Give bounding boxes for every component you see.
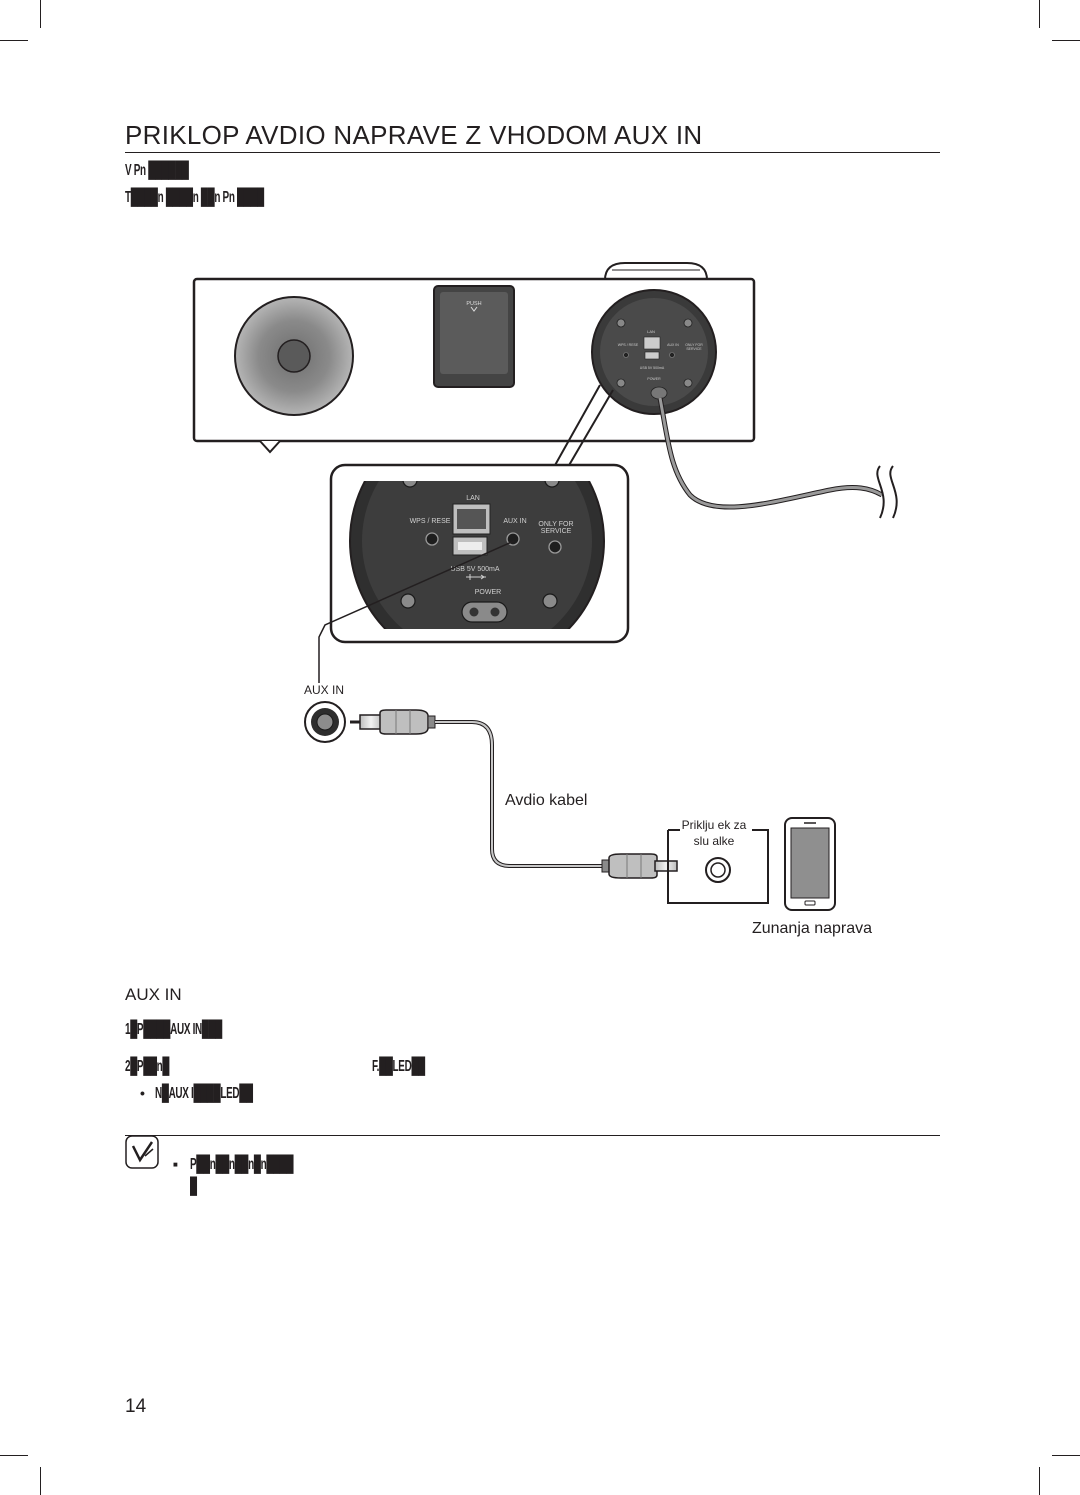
note-rule bbox=[125, 1135, 940, 1136]
title-rule bbox=[125, 152, 940, 153]
push-label: PUSH bbox=[466, 301, 481, 307]
woofer-cap bbox=[277, 339, 311, 373]
note-marker: ■ bbox=[173, 1160, 178, 1169]
crop-mark bbox=[1052, 1455, 1080, 1456]
wps-reset-label: WPS / RESE bbox=[410, 518, 451, 525]
svg-text:AUX IN: AUX IN bbox=[667, 343, 679, 347]
speaker-handle bbox=[603, 262, 709, 281]
note-line-2: █ bbox=[190, 1178, 197, 1195]
crop-mark bbox=[1039, 0, 1040, 28]
lan-label: LAN bbox=[466, 495, 480, 502]
svg-text:WPS / RESE: WPS / RESE bbox=[618, 343, 639, 347]
crop-mark bbox=[40, 0, 41, 28]
bullet-text: N█AUX I████LED██ bbox=[155, 1085, 253, 1102]
crop-mark bbox=[1039, 1467, 1040, 1495]
only-for-label: ONLY FOR bbox=[538, 521, 573, 528]
crop-mark bbox=[1052, 40, 1080, 41]
intro-line-1: V Pn ██████ bbox=[125, 162, 189, 179]
note-line-1: P██n██n██n█n████ bbox=[190, 1156, 294, 1173]
headphone-label-2: slu alke bbox=[694, 834, 735, 848]
crop-mark bbox=[0, 40, 28, 41]
note-icon bbox=[125, 1135, 159, 1169]
headphone-label-1: Priklju ek za bbox=[682, 818, 747, 832]
connection-diagram: PUSH LAN WPS / RESE AUX IN ONLY FOR SERV… bbox=[192, 262, 898, 937]
svg-text:USB 5V 500mA: USB 5V 500mA bbox=[640, 366, 665, 370]
usb-label: USB 5V 500mA bbox=[450, 566, 499, 573]
aux-in-jack-label: AUX IN bbox=[304, 683, 344, 697]
svg-text:LAN: LAN bbox=[647, 329, 655, 334]
plug-right bbox=[608, 853, 658, 879]
svg-text:ONLY FOR: ONLY FOR bbox=[685, 343, 703, 347]
step-2-b: F.██LED██ bbox=[372, 1058, 425, 1075]
crop-mark bbox=[0, 1455, 28, 1456]
bullet-dot: • bbox=[140, 1085, 145, 1101]
cable-label: Avdio kabel bbox=[505, 792, 587, 809]
aux-in-port-label: AUX IN bbox=[503, 518, 526, 525]
page-title: PRIKLOP AVDIO NAPRAVE Z VHODOM AUX IN bbox=[125, 120, 703, 150]
section-heading: AUX IN bbox=[125, 985, 182, 1004]
device-label: Zunanja naprava bbox=[752, 920, 872, 937]
plug-left bbox=[379, 709, 429, 735]
service-label: SERVICE bbox=[541, 528, 572, 535]
page-number: 14 bbox=[125, 1396, 147, 1417]
headphone-jack-box bbox=[667, 829, 769, 904]
svg-text:SERVICE: SERVICE bbox=[686, 347, 702, 351]
svg-text:POWER: POWER bbox=[647, 377, 661, 381]
step-2-a: 2█P██n█ bbox=[125, 1058, 170, 1075]
crop-mark bbox=[40, 1467, 41, 1495]
intro-line-2: T████n ████n ██n Pn ████ bbox=[125, 189, 264, 206]
power-label: POWER bbox=[475, 589, 501, 596]
step-1: 1█P████AUX IN███ bbox=[125, 1021, 223, 1038]
